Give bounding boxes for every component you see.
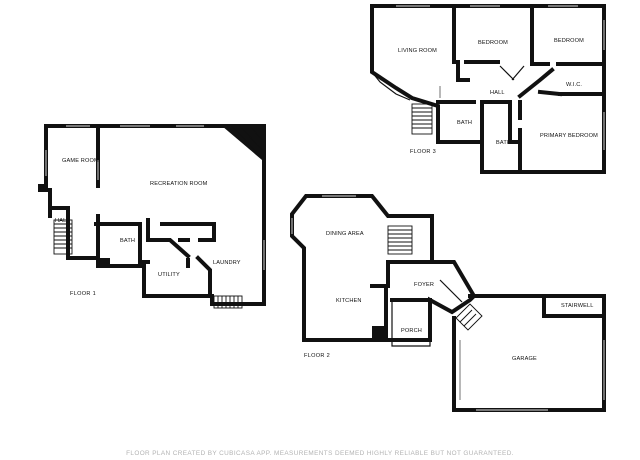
room-bath-f3-1: BATH bbox=[457, 120, 472, 126]
room-bath-f1: BATH bbox=[120, 238, 135, 244]
room-stairwell: STAIRWELL bbox=[561, 303, 594, 309]
room-bedroom-2: BEDROOM bbox=[554, 38, 584, 44]
floor-2-label: FLOOR 2 bbox=[304, 353, 330, 359]
room-bedroom-1: BEDROOM bbox=[478, 40, 508, 46]
room-laundry: LAUNDRY bbox=[213, 260, 241, 266]
room-bath-f3-2: BATH bbox=[496, 140, 511, 146]
room-dining-area: DINING AREA bbox=[326, 231, 364, 237]
floor-3-label: FLOOR 3 bbox=[410, 149, 436, 155]
room-kitchen: KITCHEN bbox=[336, 298, 362, 304]
floor-3-plan: LIVING ROOM BEDROOM BEDROOM HALL W.I.C. … bbox=[370, 4, 606, 174]
floor-1-plan: GAME ROOM RECREATION ROOM HALL BATH UTIL… bbox=[38, 124, 266, 309]
room-hall-f1: HALL bbox=[55, 218, 70, 224]
floor-2-plan: DINING AREA FOYER KITCHEN PORCH STAIRWEL… bbox=[290, 194, 606, 412]
room-porch: PORCH bbox=[401, 328, 422, 334]
room-primary-bedroom: PRIMARY BEDROOM bbox=[540, 133, 598, 139]
room-recreation-room: RECREATION ROOM bbox=[150, 181, 208, 187]
room-wic: W.I.C. bbox=[566, 82, 582, 88]
footer-disclaimer: FLOOR PLAN CREATED BY CUBICASA APP. MEAS… bbox=[126, 450, 514, 457]
room-living-room: LIVING ROOM bbox=[398, 48, 437, 54]
room-garage: GARAGE bbox=[512, 356, 537, 362]
room-utility: UTILITY bbox=[158, 272, 180, 278]
room-foyer: FOYER bbox=[414, 282, 434, 288]
floor-1-label: FLOOR 1 bbox=[70, 291, 96, 297]
room-hall-f3: HALL bbox=[490, 90, 505, 96]
room-game-room: GAME ROOM bbox=[62, 158, 99, 164]
